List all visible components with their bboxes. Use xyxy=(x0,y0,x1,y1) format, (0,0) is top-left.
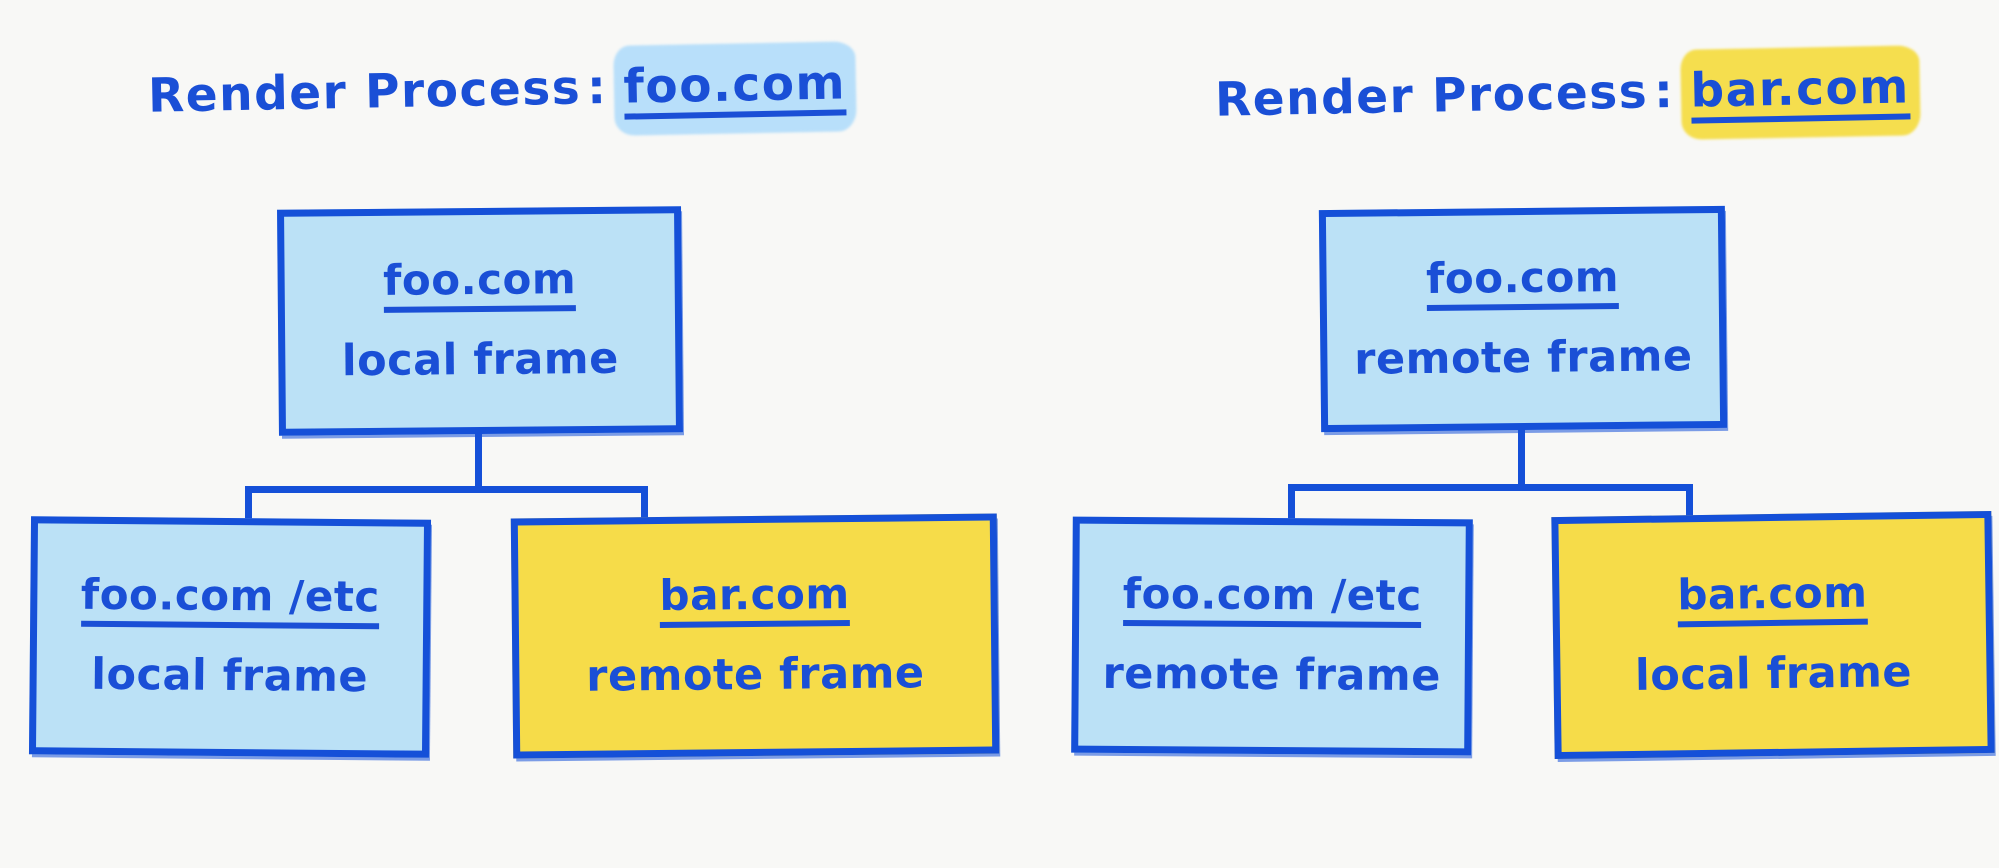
frame-box-parent[interactable]: foo.com remote frame xyxy=(1318,205,1728,433)
connector-drop-child-b xyxy=(1686,484,1693,518)
frame-type: local frame xyxy=(90,650,369,703)
frame-type: local frame xyxy=(1634,647,1913,702)
panel-title-origin-highlight: foo.com xyxy=(612,41,857,136)
frame-domain: foo.com /etc xyxy=(1122,569,1422,629)
panel-title-colon: : xyxy=(1653,63,1675,120)
frame-domain: foo.com /etc xyxy=(80,570,380,630)
frame-type: remote frame xyxy=(586,648,925,703)
render-process-panel-foo: Render Process: foo.com foo.com local fra… xyxy=(0,0,1000,868)
frame-type: remote frame xyxy=(1354,331,1693,386)
connector-stem xyxy=(1518,428,1525,486)
frame-type: local frame xyxy=(341,334,620,387)
frame-box-child-b[interactable]: bar.com local frame xyxy=(1551,510,1995,760)
frame-box-parent[interactable]: foo.com local frame xyxy=(277,206,683,436)
frame-box-child-b[interactable]: bar.com remote frame xyxy=(510,513,1000,759)
connector-stem xyxy=(475,432,482,488)
panel-title-label: Render Process xyxy=(1214,64,1649,128)
panel-title-bar: Render Process: bar.com xyxy=(1214,45,1921,140)
connector-crossbar xyxy=(1288,484,1693,491)
connector-crossbar xyxy=(245,486,648,493)
panel-title-origin: bar.com xyxy=(1690,59,1911,124)
frame-domain: foo.com xyxy=(1426,252,1620,312)
connector-drop-child-a xyxy=(245,486,252,522)
panel-title-foo: Render Process: foo.com xyxy=(147,41,857,136)
frame-box-child-a[interactable]: foo.com /etc local frame xyxy=(28,516,432,758)
panel-title-label: Render Process xyxy=(147,60,582,124)
frame-type: remote frame xyxy=(1102,649,1442,702)
frame-domain: bar.com xyxy=(1677,568,1868,628)
connector-drop-child-b xyxy=(641,486,648,520)
render-process-panel-bar: Render Process: bar.com foo.com remote fr… xyxy=(1000,0,1999,868)
frame-domain: foo.com xyxy=(383,255,577,314)
panel-title-colon: : xyxy=(586,59,608,116)
connector-drop-child-a xyxy=(1288,484,1295,522)
frame-box-child-a[interactable]: foo.com /etc remote frame xyxy=(1071,516,1473,756)
frame-domain: bar.com xyxy=(659,569,850,629)
panel-title-origin: foo.com xyxy=(623,55,847,120)
panel-title-origin-highlight: bar.com xyxy=(1679,45,1921,140)
